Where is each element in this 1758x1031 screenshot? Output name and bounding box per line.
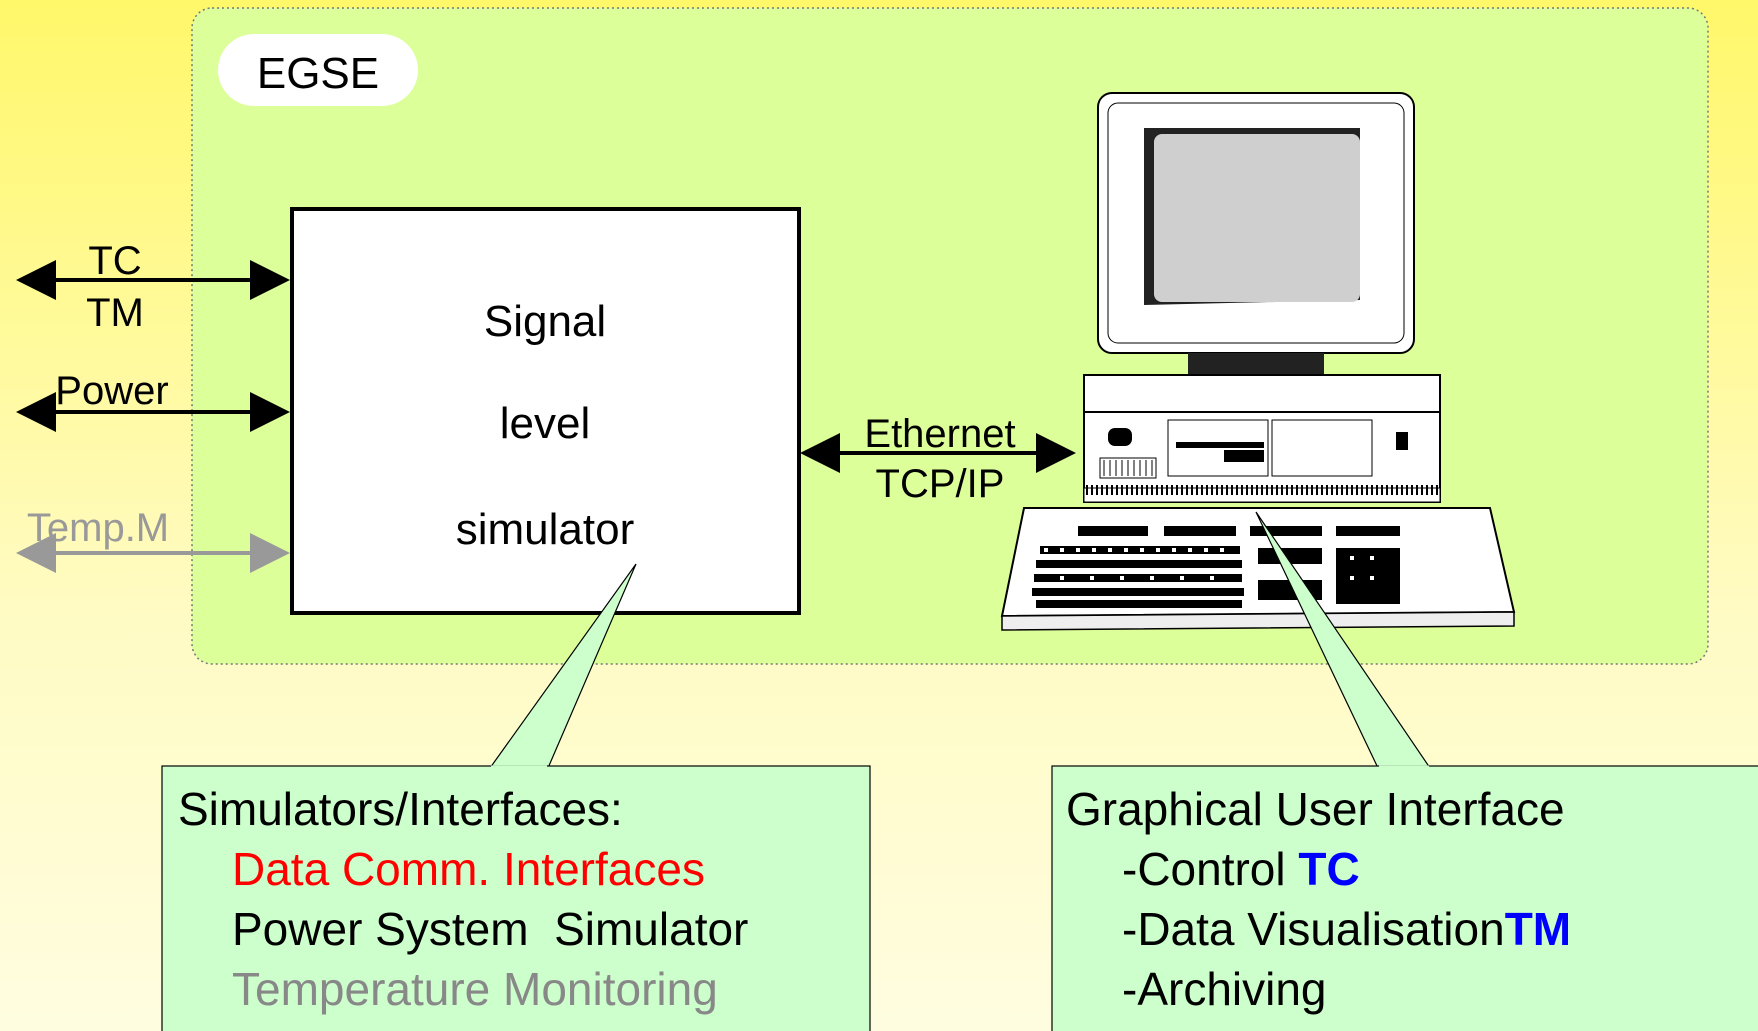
callout-left-item-data-comm: Data Comm. Interfaces [232, 843, 705, 895]
callout-right-item-control-tc: TC [1298, 843, 1359, 895]
callout-right-item-visualisation: -Data VisualisationTM [1122, 903, 1571, 955]
callout-left-item-power: Power System Simulator [232, 903, 748, 955]
power-label: Power [55, 369, 168, 413]
simulator-title-line1: Signal [484, 297, 606, 346]
callout-right-item-visualisation-text: -Data Visualisation [1122, 903, 1505, 955]
callout-right-box [1051, 765, 1758, 1031]
ethernet-label: Ethernet [864, 412, 1015, 456]
simulator-title-line2: level [500, 399, 591, 448]
callout-right-item-archiving: -Archiving [1122, 963, 1327, 1015]
callout-right-item-visualisation-tm: TM [1505, 903, 1571, 955]
callout-right-title: Graphical User Interface [1066, 783, 1565, 835]
callout-left-box [161, 765, 871, 1031]
callout-left-title: Simulators/Interfaces: [178, 783, 623, 835]
egse-label-pill [218, 34, 418, 106]
simulator-title-line3: simulator [456, 505, 635, 554]
tc-label: TC [88, 239, 141, 283]
simulator-box [290, 207, 801, 615]
tcpip-label: TCP/IP [876, 462, 1005, 506]
callout-left-item-temperature: Temperature Monitoring [232, 963, 718, 1015]
temp-label: Temp.M [27, 506, 169, 550]
callout-right-item-control: -Control TC [1122, 843, 1360, 895]
egse-label: EGSE [257, 49, 379, 98]
callout-right-item-control-text: -Control [1122, 843, 1298, 895]
tm-label: TM [86, 291, 144, 335]
computer-icon [1000, 92, 1516, 631]
